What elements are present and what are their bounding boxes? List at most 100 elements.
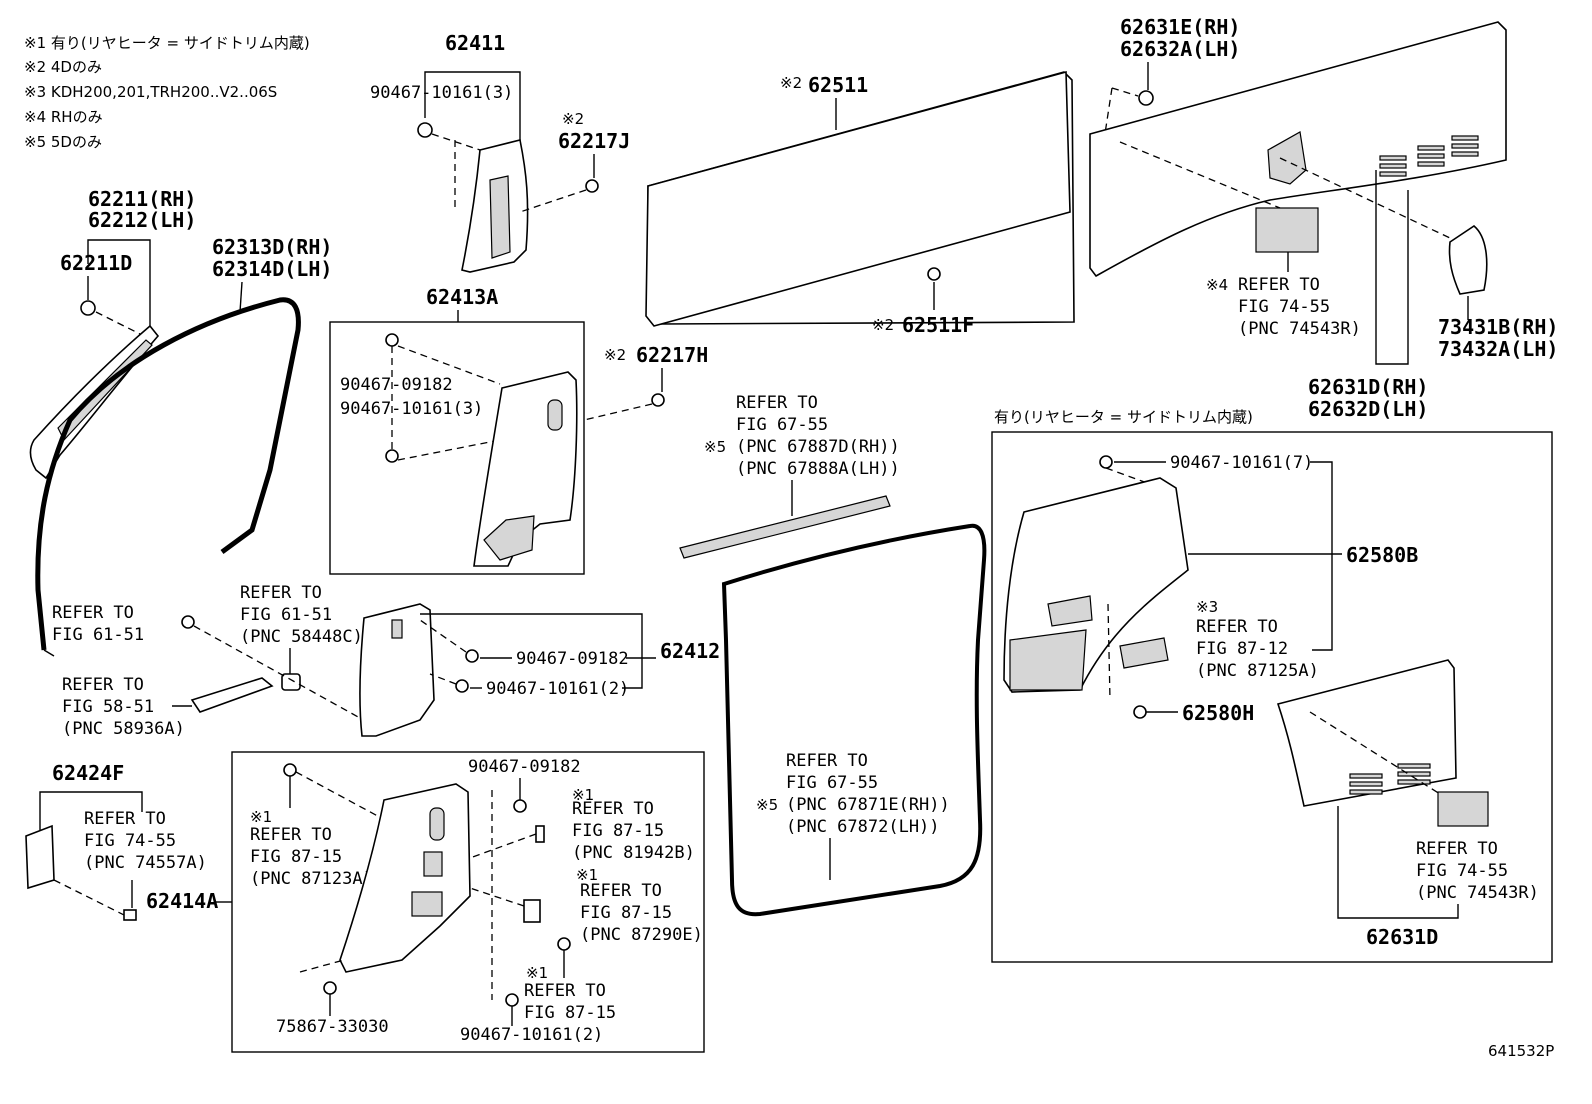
clip-icon bbox=[323, 981, 337, 995]
panel-62424f-shape bbox=[25, 824, 55, 890]
label-62412: 62412 bbox=[660, 639, 720, 663]
label-62580b: 62580B bbox=[1346, 543, 1418, 567]
label-62511f: 62511F bbox=[902, 313, 974, 337]
heater-box-title: 有り(リヤヒータ = サイドトリム内蔵) bbox=[994, 408, 1253, 426]
cap-73431b-shape bbox=[1448, 225, 1488, 295]
handle-shape bbox=[190, 677, 274, 713]
clip-icon bbox=[557, 937, 571, 951]
svg-text:FIG 61-51: FIG 61-51 bbox=[52, 625, 144, 645]
svg-text:(PNC 74543R): (PNC 74543R) bbox=[1238, 319, 1361, 339]
grommet-icon bbox=[283, 763, 297, 777]
label-62632a: 62632A(LH) bbox=[1120, 37, 1240, 61]
label-90467-10161-2a: 90467-10161(2) bbox=[486, 679, 629, 699]
svg-text:(PNC 58448C): (PNC 58448C) bbox=[240, 627, 363, 647]
svg-text:REFER TO: REFER TO bbox=[580, 881, 662, 901]
label-62217j: 62217J bbox=[558, 129, 630, 153]
svg-text:FIG 74-55: FIG 74-55 bbox=[1238, 297, 1330, 317]
clip-icon bbox=[417, 122, 433, 138]
svg-text:※1: ※1 bbox=[572, 786, 594, 804]
group-box-heater bbox=[991, 431, 1553, 963]
label-62314d: 62314D(LH) bbox=[212, 257, 332, 281]
label-62313d: 62313D(RH) bbox=[212, 235, 332, 259]
label-90467-10161-3b: 90467-10161(3) bbox=[340, 399, 483, 419]
label-62414a: 62414A bbox=[146, 889, 218, 913]
figure-id: 641532P bbox=[1488, 1042, 1554, 1060]
label-62424f: 62424F bbox=[52, 761, 124, 785]
clip-icon bbox=[385, 449, 399, 463]
svg-text:FIG 67-55: FIG 67-55 bbox=[786, 773, 878, 793]
center-pillar-lower-group: 62413A 90467-09182 90467-10161(3) ※2 622… bbox=[329, 285, 708, 575]
svg-text:(PNC 74557A): (PNC 74557A) bbox=[84, 853, 207, 873]
label-62211-rh: 62211(RH) bbox=[88, 187, 196, 211]
label-73432a: 73432A(LH) bbox=[1438, 337, 1558, 361]
label-62631d: 62631D bbox=[1366, 925, 1438, 949]
svg-text:FIG 74-55: FIG 74-55 bbox=[1416, 861, 1508, 881]
svg-text:※2: ※2 bbox=[872, 316, 894, 334]
svg-text:REFER TO: REFER TO bbox=[1238, 275, 1320, 295]
svg-text:(PNC 67872(LH)): (PNC 67872(LH)) bbox=[786, 817, 940, 837]
clip-icon bbox=[465, 649, 479, 663]
svg-text:※4: ※4 bbox=[1206, 276, 1228, 294]
quarter-panel-upper: 62631E(RH) 62632A(LH) 73431B(RH) 73432A(… bbox=[1089, 15, 1558, 421]
svg-text:REFER TO: REFER TO bbox=[736, 393, 818, 413]
vent-grille-shape bbox=[1119, 637, 1169, 669]
clip-icon bbox=[1099, 455, 1113, 469]
label-62631d-rh: 62631D(RH) bbox=[1308, 375, 1428, 399]
svg-text:(PNC 67888A(LH)): (PNC 67888A(LH)) bbox=[736, 459, 900, 479]
note-3: ※3 KDH200,201,TRH200..V2..06S bbox=[24, 83, 277, 101]
side-panel-62511: ※2 62511 ※2 62511F bbox=[645, 70, 1075, 337]
rear-heater-group: 有り(リヤヒータ = サイドトリム内蔵) 90467-10161(7) 6258… bbox=[991, 408, 1553, 963]
label-62212-lh: 62212(LH) bbox=[88, 208, 196, 232]
clip-icon bbox=[505, 993, 519, 1007]
rear-pillar-group-62414a: 62414A ※1 REFER TO FIG 87-15 (PNC 87123A… bbox=[146, 751, 705, 1053]
clip-icon bbox=[80, 300, 96, 316]
svg-text:FIG 58-51: FIG 58-51 bbox=[62, 697, 154, 717]
svg-text:※1: ※1 bbox=[526, 964, 548, 982]
door-opening-weatherstrip: 62313D(RH) 62314D(LH) bbox=[35, 235, 332, 657]
front-pillar-garnish: 62211(RH) 62212(LH) 62211D bbox=[29, 187, 196, 480]
clip-icon bbox=[513, 799, 527, 813]
panel-62511-outline bbox=[645, 70, 1071, 327]
label-90467-09182-a: 90467-09182 bbox=[340, 375, 453, 395]
svg-text:※2: ※2 bbox=[604, 346, 626, 364]
svg-text:FIG 87-15: FIG 87-15 bbox=[524, 1003, 616, 1023]
note-1: ※1 有り(リヤヒータ = サイドトリム内蔵) bbox=[24, 34, 310, 52]
clip-icon bbox=[1138, 90, 1154, 106]
door-weatherstrip-shape bbox=[721, 523, 987, 917]
clip-icon bbox=[585, 179, 599, 193]
svg-text:REFER TO: REFER TO bbox=[524, 981, 606, 1001]
clip-icon bbox=[927, 267, 941, 281]
svg-text:REFER TO: REFER TO bbox=[62, 675, 144, 695]
note-2: ※2 4Dのみ bbox=[24, 58, 102, 76]
label-73431b: 73431B(RH) bbox=[1438, 315, 1558, 339]
svg-text:FIG 87-15: FIG 87-15 bbox=[580, 903, 672, 923]
group-box-62413a bbox=[329, 321, 585, 575]
svg-text:※5: ※5 bbox=[704, 438, 726, 456]
svg-text:※2: ※2 bbox=[562, 110, 584, 128]
refer-fig-67-55-top: REFER TO FIG 67-55 ※5 (PNC 67887D(RH)) (… bbox=[679, 393, 900, 559]
clip-icon bbox=[123, 909, 137, 921]
svg-text:(PNC 87123A): (PNC 87123A) bbox=[250, 869, 373, 889]
svg-text:FIG 87-15: FIG 87-15 bbox=[250, 847, 342, 867]
svg-text:(PNC 87125A): (PNC 87125A) bbox=[1196, 661, 1319, 681]
label-62413a: 62413A bbox=[426, 285, 498, 309]
label-62411: 62411 bbox=[445, 31, 505, 55]
bumper-icon bbox=[281, 673, 301, 691]
note-5: ※5 5Dのみ bbox=[24, 133, 102, 151]
door-weatherstrip: REFER TO FIG 67-55 ※5 (PNC 67871E(RH)) (… bbox=[721, 523, 987, 917]
svg-text:(PNC 67871E(RH)): (PNC 67871E(RH)) bbox=[786, 795, 950, 815]
clip-icon bbox=[385, 333, 399, 347]
svg-text:REFER TO: REFER TO bbox=[250, 825, 332, 845]
lower-panel-shape bbox=[1276, 659, 1457, 807]
svg-text:REFER TO: REFER TO bbox=[786, 751, 868, 771]
svg-text:REFER TO: REFER TO bbox=[84, 809, 166, 829]
svg-text:REFER TO: REFER TO bbox=[52, 603, 134, 623]
clip-icon bbox=[455, 679, 469, 693]
svg-text:FIG 87-15: FIG 87-15 bbox=[572, 821, 664, 841]
svg-text:※3: ※3 bbox=[1196, 598, 1218, 616]
svg-text:FIG 67-55: FIG 67-55 bbox=[736, 415, 828, 435]
switch-icon bbox=[523, 899, 541, 923]
label-62632d-lh: 62632D(LH) bbox=[1308, 397, 1428, 421]
svg-text:REFER TO: REFER TO bbox=[572, 799, 654, 819]
